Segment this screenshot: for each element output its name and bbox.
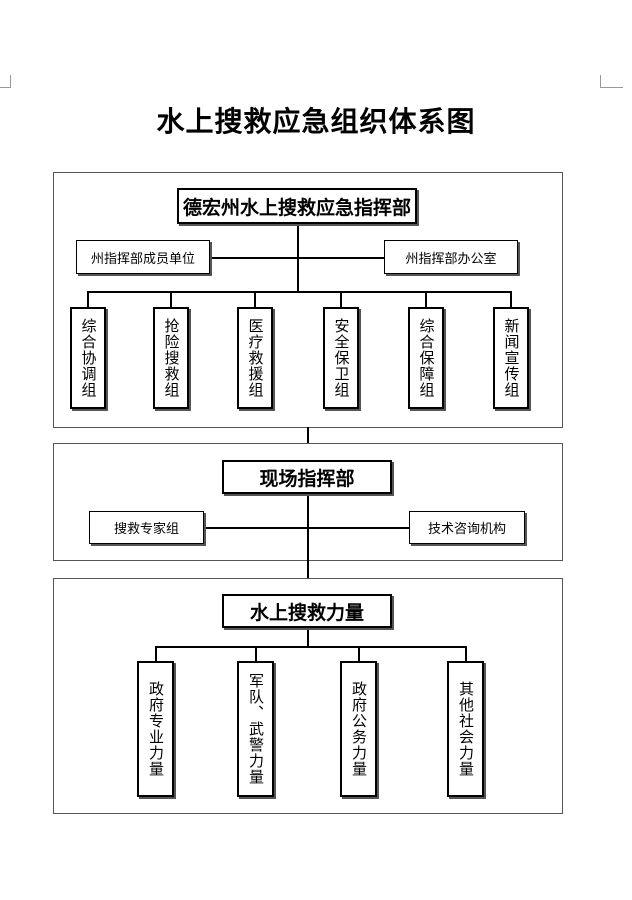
connector: [340, 291, 342, 308]
field-command-label: 现场指挥部: [259, 467, 355, 490]
connector: [155, 646, 157, 662]
connector: [87, 291, 89, 308]
force-label: 军队、武警力量: [247, 673, 265, 785]
connector: [307, 625, 309, 647]
force-box: 其他社会力量: [447, 661, 484, 797]
connector: [87, 291, 512, 293]
rescue-forces-label: 水上搜救力量: [249, 601, 364, 624]
tech-consulting-label: 技术咨询机构: [427, 522, 506, 537]
connector: [203, 527, 411, 529]
force-label: 政府专业力量: [147, 681, 165, 777]
force-label: 其他社会力量: [457, 681, 475, 777]
connector: [358, 646, 360, 662]
page-corner-mark-right: [600, 75, 623, 88]
rescue-forces-box: 水上搜救力量: [222, 594, 392, 628]
group-label: 医疗救援组: [246, 318, 265, 398]
group-box: 抢险搜救组: [153, 307, 189, 409]
connector: [210, 257, 384, 259]
connector: [510, 291, 512, 308]
force-label: 政府公务力量: [350, 681, 368, 777]
force-box: 政府专业力量: [137, 661, 174, 797]
connector: [254, 291, 256, 308]
force-box: 政府公务力量: [340, 661, 377, 797]
page-corner-mark-left: [0, 75, 11, 88]
group-box: 医疗救援组: [237, 307, 273, 409]
connector: [170, 291, 172, 308]
hq-member-units-label: 州指挥部成员单位: [90, 251, 195, 267]
tech-consulting-box: 技术咨询机构: [409, 511, 525, 544]
search-experts-box: 搜救专家组: [89, 511, 204, 544]
command-hq-box: 德宏州水上搜救应急指挥部: [177, 188, 417, 224]
page-title: 水上搜救应急组织体系图: [156, 105, 476, 138]
connector: [425, 291, 427, 308]
hq-office-label: 州指挥部办公室: [405, 251, 497, 267]
group-box: 综合保障组: [408, 307, 444, 409]
hq-member-units-box: 州指挥部成员单位: [76, 240, 210, 274]
force-box: 军队、武警力量: [237, 661, 274, 797]
group-label: 安全保卫组: [332, 318, 351, 398]
command-hq-label: 德宏州水上搜救应急指挥部: [182, 196, 411, 219]
group-box: 安全保卫组: [323, 307, 359, 409]
connector: [155, 646, 467, 648]
group-label: 抢险搜救组: [162, 318, 181, 398]
connector: [465, 646, 467, 662]
group-box: 综合协调组: [70, 307, 106, 409]
group-label: 综合协调组: [79, 318, 98, 398]
group-box: 新闻宣传组: [493, 307, 529, 409]
hq-office-box: 州指挥部办公室: [384, 240, 518, 274]
connector: [255, 646, 257, 662]
group-label: 综合保障组: [417, 318, 436, 398]
search-experts-label: 搜救专家组: [113, 522, 179, 537]
connector: [307, 490, 309, 598]
field-command-box: 现场指挥部: [222, 460, 392, 494]
group-label: 新闻宣传组: [502, 318, 521, 398]
